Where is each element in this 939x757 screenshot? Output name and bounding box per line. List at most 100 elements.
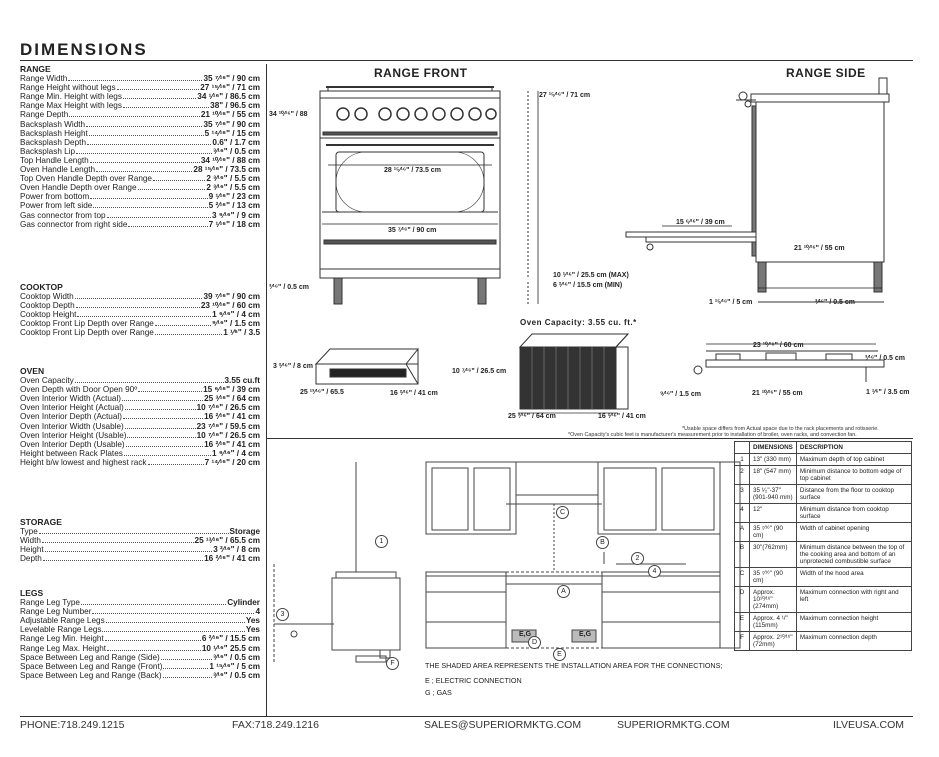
spec-label: Power from left side [20,201,93,211]
table-description: Minimum distance between the top of the … [795,541,913,568]
dot-leader [124,409,196,411]
spec-value: 35 ⁷⁄¹⁶" / 90 cm [203,74,260,84]
spec-label: Range Leg Min. Height [20,634,104,644]
dot-leader [127,436,196,438]
table-description: Maximum connection depth [795,631,913,651]
spec-value: 1 ⁹⁄¹⁶" / 4 cm [212,448,260,458]
table-description: Distance from the floor to cooktop surfa… [795,484,913,504]
installation-drawing [273,461,741,664]
spec-value: 28 ¹⁵⁄¹⁶" / 73.5 cm [193,165,260,175]
table-key: B [734,541,750,568]
range-side-drawing [625,77,890,303]
table-description: Width of cabinet opening [795,522,913,542]
spec-label: Space Between Leg and Range (Back) [20,670,162,680]
capacity-note: *Oven Capacity's cubic feet is manufactu… [568,432,857,438]
spec-value: Yes [245,625,260,635]
spec-value: 10 ¹⁄¹⁶" 25.5 cm [201,643,260,653]
table-description: Width of the hood area [795,567,913,587]
spec-value: ⁹⁄¹⁶" / 1.5 cm [212,319,260,329]
dot-leader [147,463,204,465]
dot-leader [74,298,203,300]
spec-label: Space Between Leg and Range (Front) [20,661,163,671]
spec-label: Cooktop Depth [20,301,75,311]
spec-value: 25 ³⁄¹⁶" / 64 cm [204,394,260,404]
connection-label: E,G [519,631,532,638]
dim-front-height-left: 34 ¹⁰⁄¹⁶" / 88 [269,111,308,118]
marker-f: F [386,657,399,670]
spec-label: Range Min. Height with legs [20,92,122,102]
spec-value: 3.55 cu.ft [224,376,261,386]
spec-value: 3 ⁹⁄¹⁶" / 9 cm [212,210,260,220]
spec-label: Range Leg Type [20,598,80,608]
dot-leader [122,418,204,420]
table-key: 4 [734,503,750,523]
dot-leader [77,316,212,318]
footer-phone: PHONE:718.249.1215 [20,719,125,731]
spec-label: Range Depth [20,110,69,120]
spec-value: ³⁄¹⁶" / 0.5 cm [213,652,260,662]
spec-row: Oven Interior Width (Actual)25 ³⁄¹⁶" / 6… [20,394,260,403]
marker-1: 1 [375,535,388,548]
gas-connection-note: G ; GAS [425,688,452,697]
table-key: A [734,522,750,542]
marker-4: 4 [648,565,661,578]
dimension-lines [322,91,882,345]
range-front-drawing [319,86,529,305]
footer-fax: FAX:718.249.1216 [232,719,319,731]
spec-label: Height [20,545,44,555]
table-key: 2 [734,465,750,485]
spec-value: 34 ¹⁄¹⁶" / 86.5 cm [197,92,260,102]
dot-leader [153,180,206,182]
spec-label: Type [20,527,38,537]
marker-a: A [557,585,570,598]
spec-label: Top Oven Handle Depth over Range [20,174,152,184]
spec-value: 25 ¹³⁄¹⁶" / 65.5 cm [194,536,260,546]
spec-label: Space Between Leg and Range (Side) [20,652,160,662]
spec-heading: LEGS [20,588,44,598]
dim-cooktop-front: ⁹⁄¹⁶" / 1.5 cm [660,391,701,398]
spec-value: 23 ¹⁰⁄¹⁶" / 60 cm [200,301,260,311]
spec-value: 1 ¹⁵⁄¹⁶" / 5 cm [209,661,260,671]
table-description: Maximum connection height [795,612,913,632]
footer-website-ilve[interactable]: ILVEUSA.COM [833,719,904,731]
spec-label: Gas connector from top [20,210,106,220]
spec-heading: COOKTOP [20,282,63,292]
dim-oven-depth: 16 ²⁄¹⁶" / 41 cm [598,413,646,420]
footer-divider [20,716,913,717]
range-front-title: RANGE FRONT [374,66,468,80]
footer-website-superior[interactable]: SUPERIORMKTG.COM [617,719,730,731]
oven-interior-drawing [518,333,630,414]
spec-label: Range Width [20,74,68,84]
spec-value: 3 ²⁄¹⁶" / 8 cm [213,545,260,555]
footer-email[interactable]: SALES@SUPERIORMKTG.COM [424,719,582,731]
table-header-dimensions: DIMENSIONS [749,441,797,454]
spec-label: Width [20,536,41,546]
dot-leader [41,542,194,544]
spec-value: 34 ¹⁰⁄¹⁶" / 88 cm [200,155,260,165]
dot-leader [42,560,204,562]
dim-drawer-depth: 16 ²⁄¹⁶" / 41 cm [390,390,438,397]
dim-drawer-width: 25 ¹³⁄¹⁶" / 65.5 [300,389,344,396]
spec-label: Range Leg Max. Height [20,643,107,653]
dim-front-height-right: 27 ¹⁵⁄¹⁶" / 71 cm [539,92,591,99]
spec-label: Cooktop Height [20,310,77,320]
dot-leader [128,225,208,227]
spec-value: 5 ¹⁴⁄¹⁶" / 15 cm [204,128,260,138]
dot-leader [92,613,255,615]
dot-leader [163,667,209,669]
spec-value: 2 ³⁄¹⁶" / 5.5 cm [206,183,260,193]
spec-row: Space Between Leg and Range (Side) ³⁄¹⁶" … [20,653,260,662]
